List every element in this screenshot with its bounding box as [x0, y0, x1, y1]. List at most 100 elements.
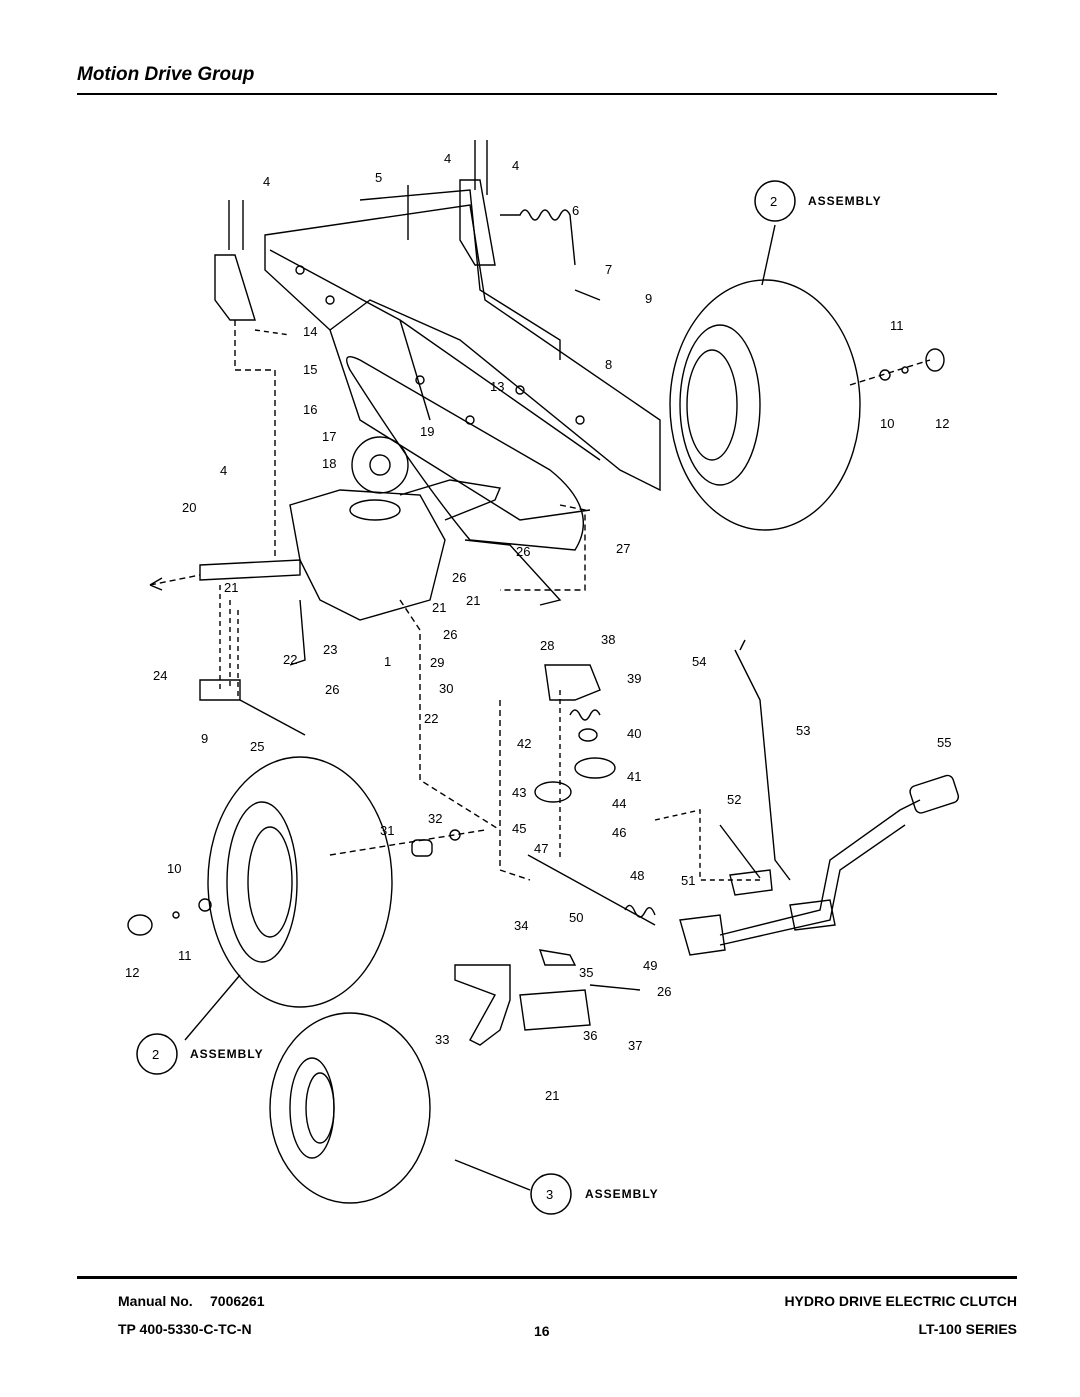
series-label: LT-100 SERIES: [918, 1321, 1017, 1337]
assembly-number: 3: [546, 1187, 553, 1202]
left-bracket: [214, 254, 256, 321]
callout: 30: [439, 681, 453, 696]
callout: 4: [220, 463, 227, 478]
callout: 51: [681, 873, 695, 888]
product-title: HYDRO DRIVE ELECTRIC CLUTCH: [784, 1293, 1017, 1309]
exploded-parts-diagram: 2 ASSEMBLY 2 ASSEMBLY 3 ASSEMBLY 4 4 4 5…: [125, 140, 960, 1215]
bracket-24: [199, 679, 241, 701]
callout: 40: [627, 726, 641, 741]
callout: 44: [612, 796, 626, 811]
drive-belt: [346, 356, 584, 551]
callout: 36: [583, 1028, 597, 1043]
callout: 5: [375, 170, 382, 185]
callout: 26: [443, 627, 457, 642]
pedal-shaft: [719, 799, 921, 936]
callout: 45: [512, 821, 526, 836]
callout: 22: [283, 652, 297, 667]
callout: 52: [727, 792, 741, 807]
callout: 11: [890, 318, 904, 333]
manual-number: 7006261: [210, 1293, 265, 1309]
callout: 34: [514, 918, 528, 933]
page-title: Motion Drive Group: [77, 64, 255, 85]
title-rule: [77, 93, 997, 95]
callout: 46: [612, 825, 626, 840]
callout: 41: [627, 769, 641, 784]
callout: 1: [384, 654, 391, 669]
callout: 37: [628, 1038, 642, 1053]
spring: [500, 209, 576, 266]
callout: 22: [424, 711, 438, 726]
page-number: 16: [534, 1323, 550, 1339]
callout: 38: [601, 632, 615, 647]
callout: 25: [250, 739, 264, 754]
callout: 43: [512, 785, 526, 800]
callout: 49: [643, 958, 657, 973]
rear-wheel-left: [207, 756, 393, 1008]
callout: 24: [153, 668, 167, 683]
callout: 28: [540, 638, 554, 653]
pedal-bracket: [519, 989, 591, 1031]
callout: 9: [201, 731, 208, 746]
pedal-arm: [454, 964, 511, 1046]
assembly-label: ASSEMBLY: [585, 1187, 659, 1201]
callout: 47: [534, 841, 548, 856]
callout: 39: [627, 671, 641, 686]
pedal-grip: [909, 774, 960, 814]
manual-label: Manual No.: [118, 1293, 193, 1309]
assembly-number: 2: [770, 194, 777, 209]
callout: 35: [579, 965, 593, 980]
callout: 9: [645, 291, 652, 306]
callout: 29: [430, 655, 444, 670]
callout: 11: [178, 948, 192, 963]
callout: 31: [380, 823, 394, 838]
tp-code: TP 400-5330-C-TC-N: [118, 1321, 252, 1337]
callout: 4: [512, 158, 519, 173]
callout: 21: [545, 1088, 559, 1103]
callout: 33: [435, 1032, 449, 1047]
callout: 18: [322, 456, 336, 471]
callout: 23: [323, 642, 337, 657]
callout: 6: [572, 203, 579, 218]
callout: 50: [569, 910, 583, 925]
assembly-number: 2: [152, 1047, 159, 1062]
assembly-label: ASSEMBLY: [808, 194, 882, 208]
callout: 20: [182, 500, 196, 515]
chassis-frame: [264, 189, 661, 521]
callout: 10: [880, 416, 894, 431]
callout: 54: [692, 654, 706, 669]
callout: 55: [937, 735, 951, 750]
pedal-bracket-right: [679, 914, 726, 956]
callout: 4: [444, 151, 451, 166]
callout: 12: [125, 965, 139, 980]
callout: 26: [516, 544, 530, 559]
callout: 32: [428, 811, 442, 826]
callout: 53: [796, 723, 810, 738]
assembly-label: ASSEMBLY: [190, 1047, 264, 1061]
callout: 21: [432, 600, 446, 615]
callout: 27: [616, 541, 630, 556]
callout: 17: [322, 429, 336, 444]
callout: 19: [420, 424, 434, 439]
rear-wheel-right: [669, 279, 861, 531]
callout: 16: [303, 402, 317, 417]
callout: 48: [630, 868, 644, 883]
callout: 26: [325, 682, 339, 697]
callout: 15: [303, 362, 317, 377]
right-bracket: [459, 179, 496, 266]
front-wheel: [269, 1012, 431, 1204]
callout: 21: [224, 580, 238, 595]
callout: 8: [605, 357, 612, 372]
callout: 7: [605, 262, 612, 277]
callout: 12: [935, 416, 949, 431]
callout: 42: [517, 736, 531, 751]
callout: 4: [263, 174, 270, 189]
cooling-fan: [351, 436, 409, 494]
callout: 10: [167, 861, 181, 876]
idler-bracket: [544, 664, 601, 701]
callout-labels: 4 4 4 5 6 7 8 9 10 11 12 13 14 15 16 17 …: [125, 151, 951, 1103]
callout: 26: [452, 570, 466, 585]
transmission-unit: [289, 489, 446, 621]
callout: 26: [657, 984, 671, 999]
callout: 14: [303, 324, 317, 339]
footer-rule: [77, 1276, 1017, 1279]
